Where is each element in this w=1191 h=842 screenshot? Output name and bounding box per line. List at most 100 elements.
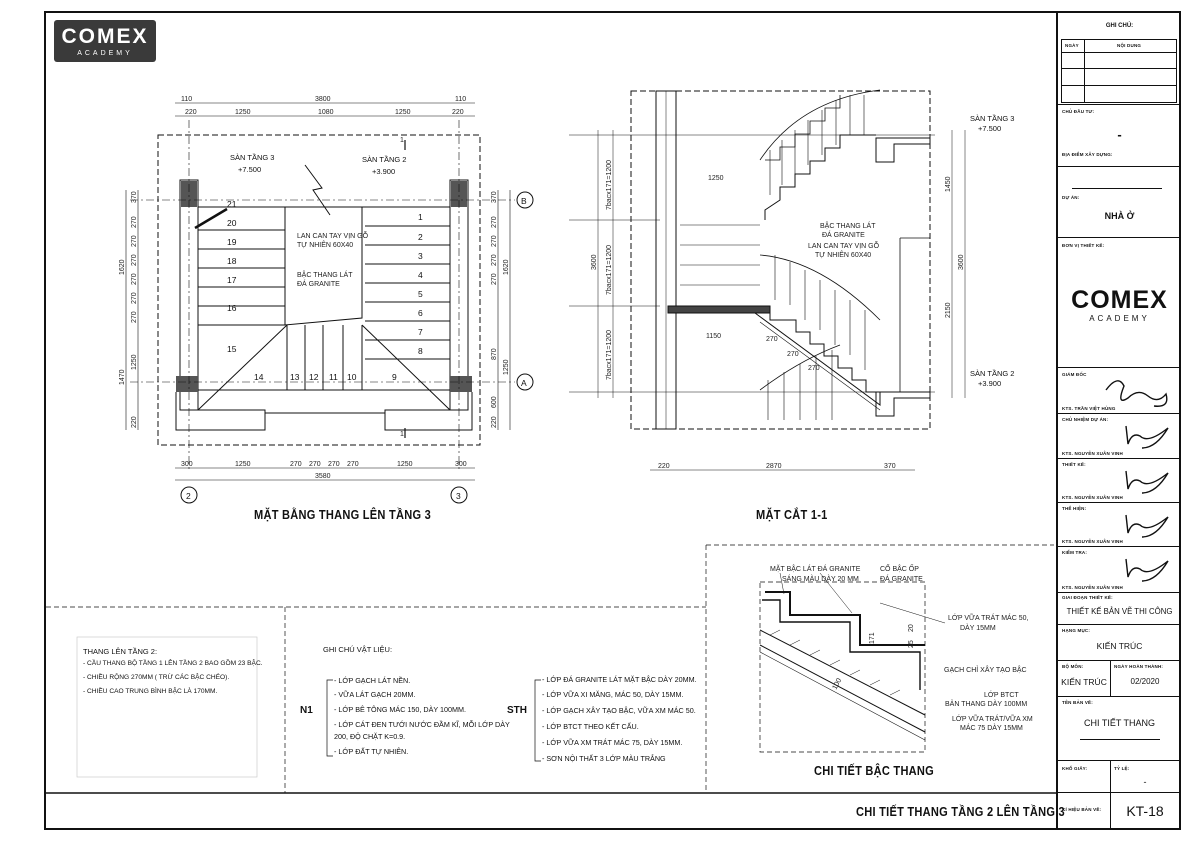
tb-owner-cell: CHỦ ĐẦU TƯ: - ĐỊA ĐIỂM XÂY DỰNG: [1058, 105, 1181, 167]
tb-date-label: NGÀY HOÀN THÀNH: [1114, 664, 1164, 669]
step-number: 10 [347, 372, 357, 382]
plan-dim-left: 1250 [131, 354, 138, 370]
detail-title: CHI TIẾT BẬC THANG [814, 763, 934, 778]
plan-tread-note-2: ĐÁ GRANITE [297, 279, 340, 288]
plan-dim-right: 1250 [503, 359, 510, 375]
logo-brand: COMEX [61, 25, 149, 48]
step-number: 11 [329, 372, 338, 382]
tb-owner-label: CHỦ ĐẦU TƯ: [1062, 109, 1095, 114]
materials-n1-line: - LỚP ĐẤT TỰ NHIÊN. [334, 747, 409, 756]
drawing-sheet [44, 11, 1181, 830]
tb-design-label: THIẾT KẾ: [1062, 462, 1086, 467]
plan-dim-left: 1620 [119, 259, 126, 275]
tb-site-label: ĐỊA ĐIỂM XÂY DỰNG: [1062, 152, 1113, 157]
plan-dim-top: 3800 [315, 96, 331, 103]
tb-paper-scale-cell: KHỔ GIẤY: TỶ LỆ: - [1058, 761, 1181, 793]
section-dim-right: 2150 [945, 302, 952, 318]
materials-n1-line: 200, ĐỘ CHẶT K=0.9. [334, 732, 406, 741]
stair-note-line: - CHIỀU RỘNG 270MM ( TRỪ CÁC BẬC CHÉO). [83, 674, 230, 681]
detail-layer-rc-2: BẢN THANG DÀY 100MM [945, 699, 1027, 708]
tb-check-name: KTS. NGUYỄN XUÂN VINH [1062, 585, 1123, 590]
plan-dim-right: 270 [491, 216, 498, 228]
tb-project-label: DỰ ÁN: [1062, 195, 1080, 200]
plan-dim-right: 1620 [503, 259, 510, 275]
section-floor2-label: SÀN TẦNG 2 [970, 368, 1014, 378]
section-dim-left: 7bacx171=1200 [606, 160, 613, 210]
detail-dim: 171 [869, 632, 876, 644]
materials-n1-line: - LỚP CÁT ĐEN TƯỚI NƯỚC ĐẦM KĨ, MỖI LỚP … [334, 720, 510, 729]
plan-dim-top: 1250 [235, 109, 251, 116]
detail-layer-plaster-1: LỚP VỮA TRÁT MÁC 50, [948, 613, 1029, 622]
section-dim-right: 1450 [945, 176, 952, 192]
section-dim-bottom: 370 [884, 463, 896, 470]
plan-dim-top: 110 [181, 96, 192, 103]
plan-dim-top: 1250 [395, 109, 411, 116]
tb-project-cell: DỰ ÁN: NHÀ Ở [1058, 167, 1181, 238]
plan-dim-bottom: 1250 [235, 461, 251, 468]
detail-top-note-2: SÁNG MÀU DÀY 20 MM [782, 574, 859, 583]
plan-floor2-label: SÀN TẦNG 2 [362, 154, 406, 164]
stair-section [569, 89, 966, 471]
detail-layer-mortar-1: LỚP VỮA TRÁT/VỮA XM [952, 714, 1033, 723]
plan-dim-left: 220 [131, 416, 138, 428]
tb-drawn-name: KTS. NGUYỄN XUÂN VINH [1062, 539, 1123, 544]
tb-design-name: KTS. NGUYỄN XUÂN VINH [1062, 495, 1123, 500]
plan-dim-left: 270 [131, 235, 138, 247]
check-signature [1125, 558, 1169, 582]
section-dim-inner: 1150 [706, 333, 721, 340]
detail-layer-brick: GẠCH CHỈ XÂY TẠO BẬC [944, 665, 1027, 674]
section-dim-inner: 270 [787, 351, 799, 358]
section-dim-inner: 270 [808, 365, 820, 372]
step-number: 13 [290, 372, 300, 382]
step-number: 12 [309, 372, 319, 382]
section-rail-note-2: TỰ NHIÊN 60X40 [815, 250, 871, 259]
step-number: 2 [418, 232, 423, 242]
step-detail-drawing [705, 544, 1054, 793]
section-tread-note-2: ĐÁ GRANITE [822, 230, 865, 239]
materials-n1-line: - LỚP BÊ TÔNG MÁC 150, DÀY 100MM. [334, 705, 466, 714]
tb-director-label: GIÁM ĐỐC [1062, 372, 1087, 377]
chief-signature [1125, 425, 1169, 449]
plan-dim-bottom: 300 [181, 461, 193, 468]
company-logo: COMEX ACADEMY [54, 20, 156, 62]
section-floor3-level: +7.500 [978, 124, 1001, 133]
tb-designer-cell: ĐƠN VỊ THIẾT KẾ: COMEX ACADEMY [1058, 238, 1181, 368]
section-dim-left: 7bacx171=1200 [606, 245, 613, 295]
plan-dim-right: 270 [491, 273, 498, 285]
tb-date-value: 02/2020 [1130, 677, 1160, 686]
plan-dim-bottom: 1250 [397, 461, 413, 468]
tb-phase-value: THIẾT KẾ BẢN VẼ THI CÔNG [1066, 607, 1173, 616]
section-mark-top: 1 [400, 137, 404, 144]
tb-dept-label: BỘ MÔN: [1062, 664, 1084, 669]
tb-owner-value: - [1117, 127, 1122, 142]
detail-dim: 20 [908, 624, 915, 632]
plan-floor2-level: +3.900 [372, 167, 395, 176]
tb-chief-cell: CHỦ NHIỆM DỰ ÁN: KTS. NGUYỄN XUÂN VINH [1058, 414, 1181, 459]
tb-project-value: NHÀ Ở [1104, 211, 1135, 221]
tb-category-cell: HẠNG MỤC: KIẾN TRÚC [1058, 625, 1181, 661]
plan-dim-right: 270 [491, 235, 498, 247]
detail-layer-mortar-2: MÁC 75 DÀY 15MM [960, 723, 1023, 732]
section-floor3-label: SÀN TẦNG 3 [970, 113, 1014, 123]
step-number: 6 [418, 308, 423, 318]
tb-scale-value: - [1143, 777, 1147, 787]
plan-dim-left: 370 [131, 191, 138, 203]
materials-n1-tag: N1 [300, 705, 313, 716]
plan-dim-bottom: 270 [290, 461, 302, 468]
detail-top-note-1: MẶT BẬC LÁT ĐÁ GRANITE [770, 564, 861, 573]
detail-nose-note-2: ĐÁ GRANITE [880, 574, 923, 583]
step-number: 9 [392, 372, 397, 382]
tb-notes-cell: GHI CHÚ: NGÀY NỘI DUNG [1058, 13, 1181, 105]
stair-note-line: - CẦU THANG BỘ TẦNG 1 LÊN TẦNG 2 BAO GỒM… [83, 660, 263, 667]
title-block: GHI CHÚ: NGÀY NỘI DUNG CHỦ ĐẦU TƯ: - ĐỊA… [1056, 13, 1181, 828]
tb-scale-label: TỶ LỆ: [1114, 766, 1130, 771]
detail-nose-note-1: CỔ BẬC ỐP [880, 563, 919, 573]
director-signature [1105, 380, 1168, 407]
tb-category-label: HẠNG MỤC: [1062, 628, 1091, 633]
tb-designer-brand: COMEX [1071, 286, 1168, 314]
section-dim-bottom: 2870 [766, 463, 782, 470]
step-number: 18 [227, 256, 237, 266]
plan-dim-right: 870 [491, 348, 498, 360]
plan-dim-right: 600 [491, 396, 498, 408]
plan-dim-top: 110 [455, 96, 466, 103]
